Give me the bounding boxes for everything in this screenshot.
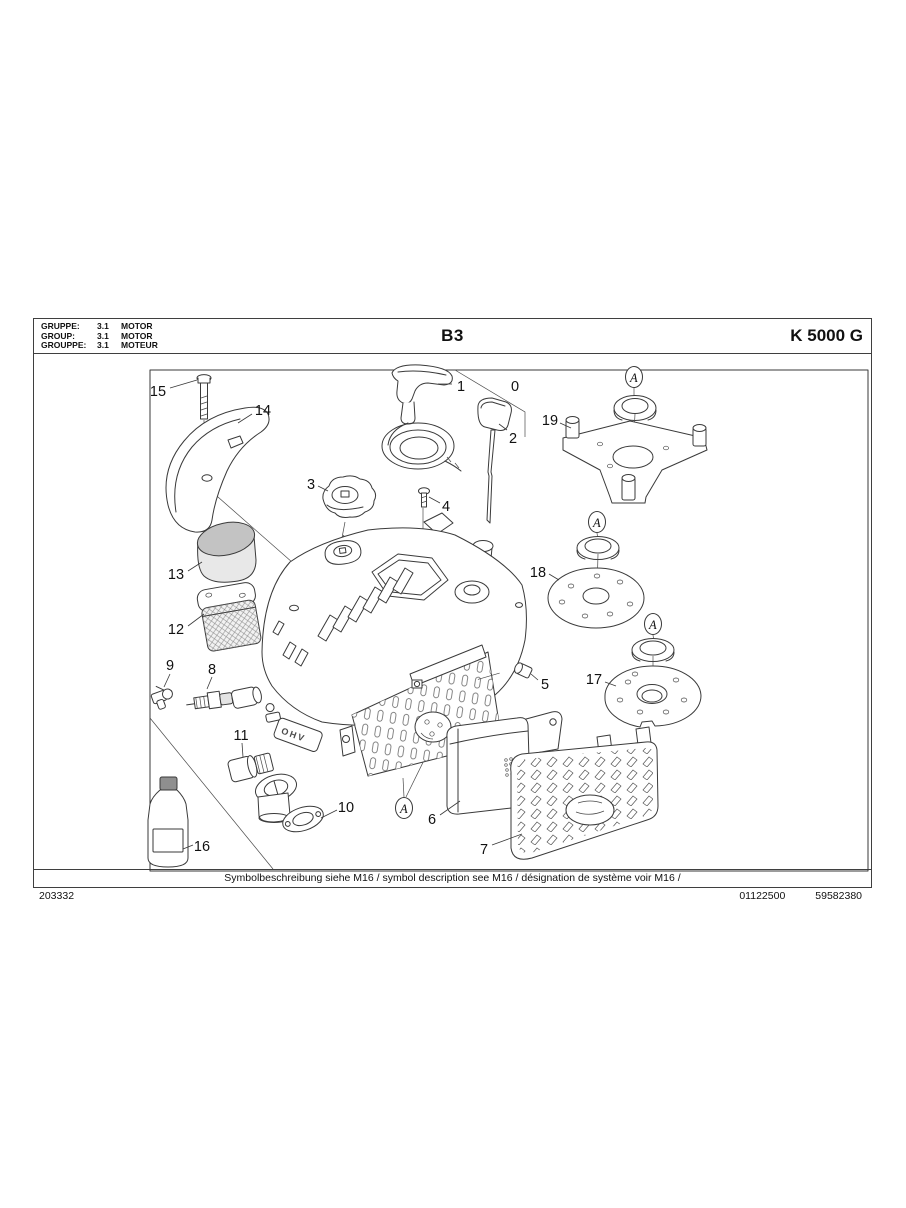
callout-2: 2 <box>509 431 517 447</box>
diagram-frame <box>149 369 869 872</box>
callout-0-bracket <box>454 369 526 437</box>
part-1-starter-handle <box>381 364 462 472</box>
part-13-foam-filter <box>196 521 257 583</box>
view-a-label-muffler: A <box>399 802 408 816</box>
view-a-label: A <box>629 371 638 385</box>
group-row-fr: GROUPPE: 3.1 MOTEUR <box>41 341 158 351</box>
part-14-air-guide <box>165 406 270 533</box>
callout-15: 15 <box>150 384 166 400</box>
part-4-screw <box>418 487 430 508</box>
group-name-fr: MOTEUR <box>121 340 158 351</box>
view-a-marker: A <box>395 777 413 819</box>
view-a-label-17: A <box>648 618 657 632</box>
group-name-de: MOTOR <box>121 321 153 331</box>
part-17-disc: A <box>604 613 702 728</box>
cooling-slots <box>272 567 414 667</box>
callout-12: 12 <box>168 622 184 638</box>
callout-9: 9 <box>166 658 174 674</box>
part-16-oil-bottle <box>147 776 189 868</box>
callout-13: 13 <box>168 567 184 583</box>
part-18-disc: A <box>547 511 645 629</box>
callout-7: 7 <box>480 842 488 858</box>
part-number-callouts: 0 1 2 3 4 5 6 7 8 9 10 11 12 13 14 15 16… <box>150 379 602 858</box>
group-label-de: GRUPPE: <box>41 321 80 331</box>
callout-11: 11 <box>233 728 248 744</box>
callout-17: 17 <box>586 672 602 688</box>
group-label-fr: GROUPPE: <box>41 340 87 351</box>
group-row-en: GROUP: 3.1 MOTOR <box>41 330 158 342</box>
part-11-carburetor <box>227 752 298 823</box>
callout-18: 18 <box>530 565 546 581</box>
view-a-label-18: A <box>592 516 601 530</box>
part-6-muffler <box>446 711 563 815</box>
group-num-en: 3.1 <box>97 330 109 341</box>
callout-3: 3 <box>307 477 315 493</box>
part-12-air-filter <box>196 582 262 652</box>
group-num-fr: 3.1 <box>97 340 109 351</box>
callout-1: 1 <box>457 379 465 395</box>
leader-lines <box>163 379 617 850</box>
part-2-dipstick <box>477 397 512 524</box>
bottom-number-row: 203332 01122500 59582380 <box>33 890 872 902</box>
bottom-number-2: 59582380 <box>815 890 862 902</box>
callout-5: 5 <box>541 677 549 693</box>
document-number: 203332 <box>39 890 75 902</box>
part-19-bearing-plate: A <box>562 366 708 504</box>
callout-8: 8 <box>208 662 216 678</box>
ignition-parts <box>231 686 281 723</box>
group-label-en: GROUP: <box>41 330 75 341</box>
document-frame: GRUPPE: 3.1 MOTOR GROUP: 3.1 MOTOR GROUP… <box>33 318 872 888</box>
part-10-gasket <box>282 805 324 833</box>
header-band: GRUPPE: 3.1 MOTOR GROUP: 3.1 MOTOR GROUP… <box>34 319 871 354</box>
part-7-grille <box>510 726 659 860</box>
group-row-de: GRUPPE: 3.1 MOTOR <box>41 321 158 332</box>
callout-10: 10 <box>338 800 354 816</box>
callout-16: 16 <box>194 839 210 855</box>
model-name: K 5000 G <box>790 326 863 345</box>
part-3-fuel-cap <box>322 475 377 518</box>
callout-14: 14 <box>255 403 271 419</box>
group-block: GRUPPE: 3.1 MOTOR GROUP: 3.1 MOTOR GROUP… <box>41 321 158 351</box>
callout-6: 6 <box>428 812 436 828</box>
bottom-number-1: 01122500 <box>739 890 786 902</box>
callout-4: 4 <box>442 499 450 515</box>
part-5-plug-cap <box>477 662 533 680</box>
group-name-en: MOTOR <box>121 330 153 341</box>
part-9-fuel-valve <box>150 685 173 710</box>
symbol-note: Symbolbeschreibung siehe M16 / symbol de… <box>34 869 871 887</box>
page-code: B3 <box>441 326 464 345</box>
callout-0: 0 <box>511 379 519 395</box>
callout-19: 19 <box>542 413 558 429</box>
group-num-de: 3.1 <box>97 321 109 331</box>
